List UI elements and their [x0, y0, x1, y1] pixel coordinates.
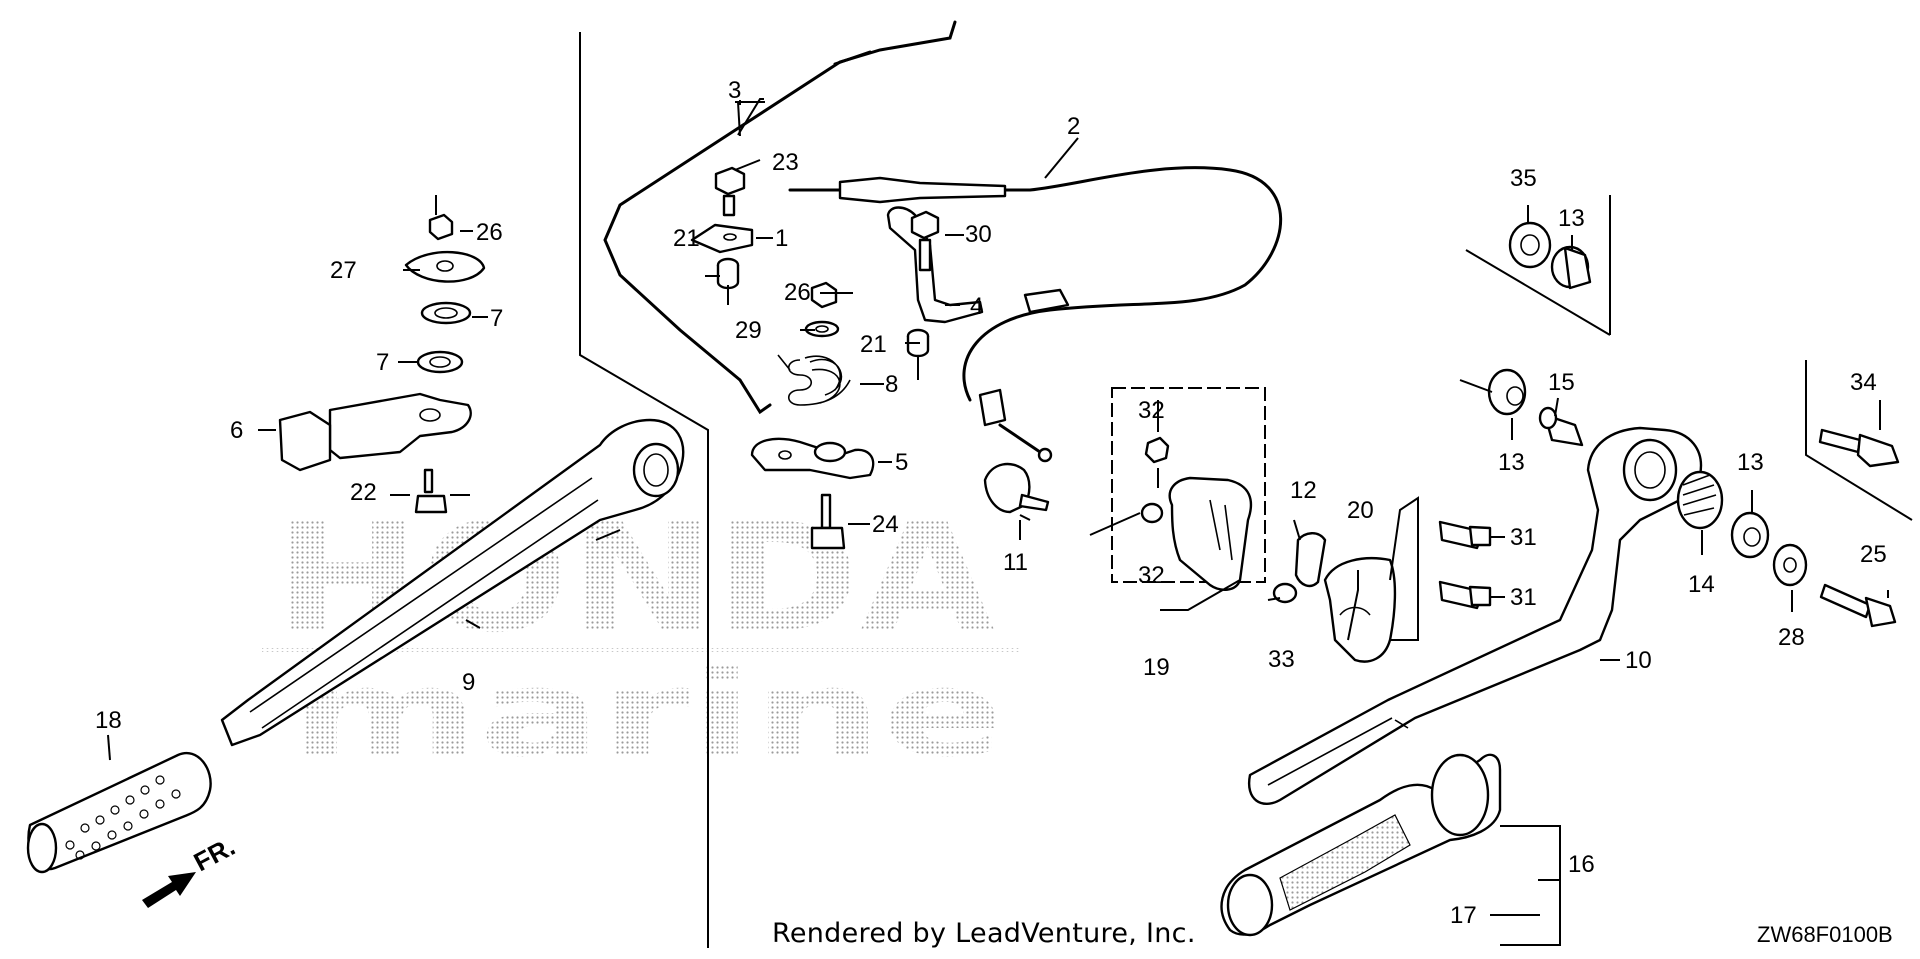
leader-lines [107, 98, 1889, 946]
choke-cable-2 [788, 166, 1283, 463]
bushing-13-left [1487, 368, 1527, 416]
clamp-20 [1323, 557, 1397, 663]
collar-21-a [716, 257, 740, 290]
callout-31-b: 31 [1510, 584, 1537, 611]
callout-21-left: 21 [673, 225, 700, 252]
grip-assembly-16 [1220, 753, 1502, 937]
throttle-cable-3 [603, 20, 957, 415]
callout-28: 28 [1778, 624, 1805, 651]
callout-20: 20 [1347, 497, 1374, 524]
callout-22: 22 [350, 479, 377, 506]
bushing-13-top [1550, 245, 1592, 290]
callout-7-a: 7 [490, 305, 503, 332]
bolt-34 [1818, 428, 1900, 468]
bolt-23 [714, 166, 746, 217]
callout-33: 33 [1268, 646, 1295, 673]
callout-35: 35 [1510, 165, 1537, 192]
bushing-14 [1676, 470, 1724, 530]
callout-7-b: 7 [376, 349, 389, 376]
spring-8 [777, 354, 851, 406]
callout-2: 2 [1067, 113, 1080, 140]
callout-15: 15 [1548, 369, 1575, 396]
callout-12: 12 [1290, 477, 1317, 504]
callout-32-top: 32 [1138, 397, 1165, 424]
callout-5: 5 [895, 449, 908, 476]
watermark-marine-text: marine [290, 645, 1005, 784]
callout-27: 27 [330, 257, 357, 284]
callout-17: 17 [1450, 902, 1477, 929]
callout-13-right: 13 [1737, 449, 1764, 476]
callout-29: 29 [735, 317, 762, 344]
front-direction-label: FR. [189, 831, 240, 877]
bolt-24 [810, 493, 846, 550]
tiller-grip-18 [26, 751, 212, 874]
section-dividers [579, 32, 1913, 948]
callout-32-bottom: 32 [1138, 562, 1165, 589]
callout-25: 25 [1860, 541, 1887, 568]
nut-26-center [810, 281, 838, 309]
front-direction-arrow: FR. [142, 831, 240, 908]
screw-31-b [1438, 580, 1492, 610]
callout-3: 3 [728, 77, 741, 104]
callout-23: 23 [772, 149, 799, 176]
callout-6: 6 [230, 417, 243, 444]
callout-21-right: 21 [860, 331, 887, 358]
callout-4: 4 [970, 293, 983, 320]
bolt-25 [1819, 583, 1897, 628]
callout-19: 19 [1143, 654, 1170, 681]
collar-12 [1294, 532, 1327, 588]
screw-31-a [1438, 520, 1492, 550]
callout-26-center: 26 [784, 279, 811, 306]
callout-18: 18 [95, 707, 122, 734]
collar-15 [1538, 406, 1584, 447]
collar-21-b [906, 328, 930, 358]
bushing-13-right [1730, 511, 1770, 559]
callout-24: 24 [872, 511, 899, 538]
callout-11: 11 [1003, 549, 1028, 576]
callout-13-top: 13 [1558, 205, 1585, 232]
tiller-handle-10 [1247, 426, 1703, 805]
bolt-30 [910, 210, 940, 272]
bracket-5 [750, 437, 875, 480]
callout-14: 14 [1688, 571, 1715, 598]
callout-labels: 3 2 23 1 21 30 26 29 4 21 8 5 24 26 27 7… [95, 77, 1887, 929]
callout-16: 16 [1568, 851, 1595, 878]
callout-31-a: 31 [1510, 524, 1537, 551]
diagram-code: ZW68F0100B [1757, 922, 1893, 947]
callout-26-left: 26 [476, 219, 503, 246]
callout-30: 30 [965, 221, 992, 248]
washer-28 [1772, 543, 1808, 587]
callout-8: 8 [885, 371, 898, 398]
callout-13-left: 13 [1498, 449, 1525, 476]
callout-9: 9 [462, 669, 475, 696]
callout-34: 34 [1850, 369, 1877, 396]
render-credit: Rendered by LeadVenture, Inc. [772, 918, 1196, 949]
collar-35 [1508, 221, 1552, 269]
callout-10: 10 [1625, 647, 1652, 674]
adjuster-knob-11 [983, 462, 1050, 514]
cable-clamp-group-19 [1111, 387, 1298, 604]
plate-1 [690, 223, 754, 254]
callout-1: 1 [775, 225, 788, 252]
throttle-friction-stack [278, 213, 486, 514]
tiller-arm-9 [220, 418, 685, 747]
